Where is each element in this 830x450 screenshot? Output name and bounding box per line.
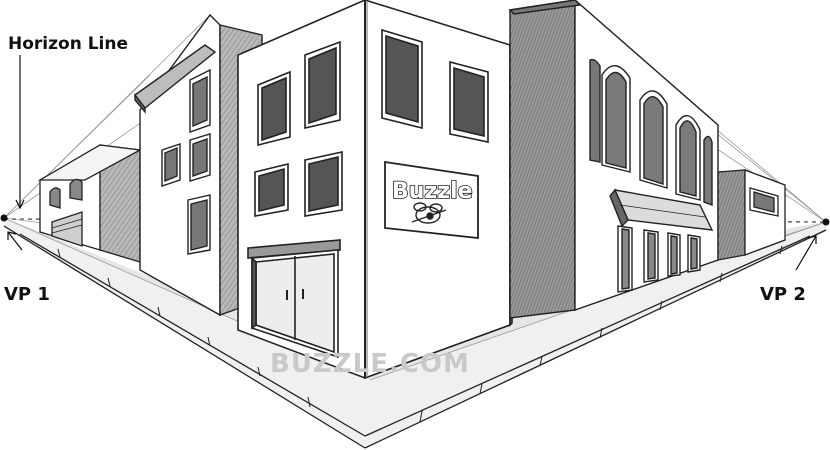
vp2-label: VP 2	[760, 284, 806, 305]
vp1-label: VP 1	[4, 284, 50, 305]
vp1-point	[1, 215, 8, 222]
right-tall-building	[510, 0, 718, 318]
vp2-point	[823, 219, 830, 226]
sign-text: Buzzle	[392, 179, 473, 204]
buzzle-sign: Buzzle	[385, 162, 478, 238]
watermark: BUZZLE.COM	[270, 349, 470, 379]
horizon-line-label: Horizon Line	[8, 34, 128, 54]
main-corner-building: Buzzle	[238, 0, 512, 378]
